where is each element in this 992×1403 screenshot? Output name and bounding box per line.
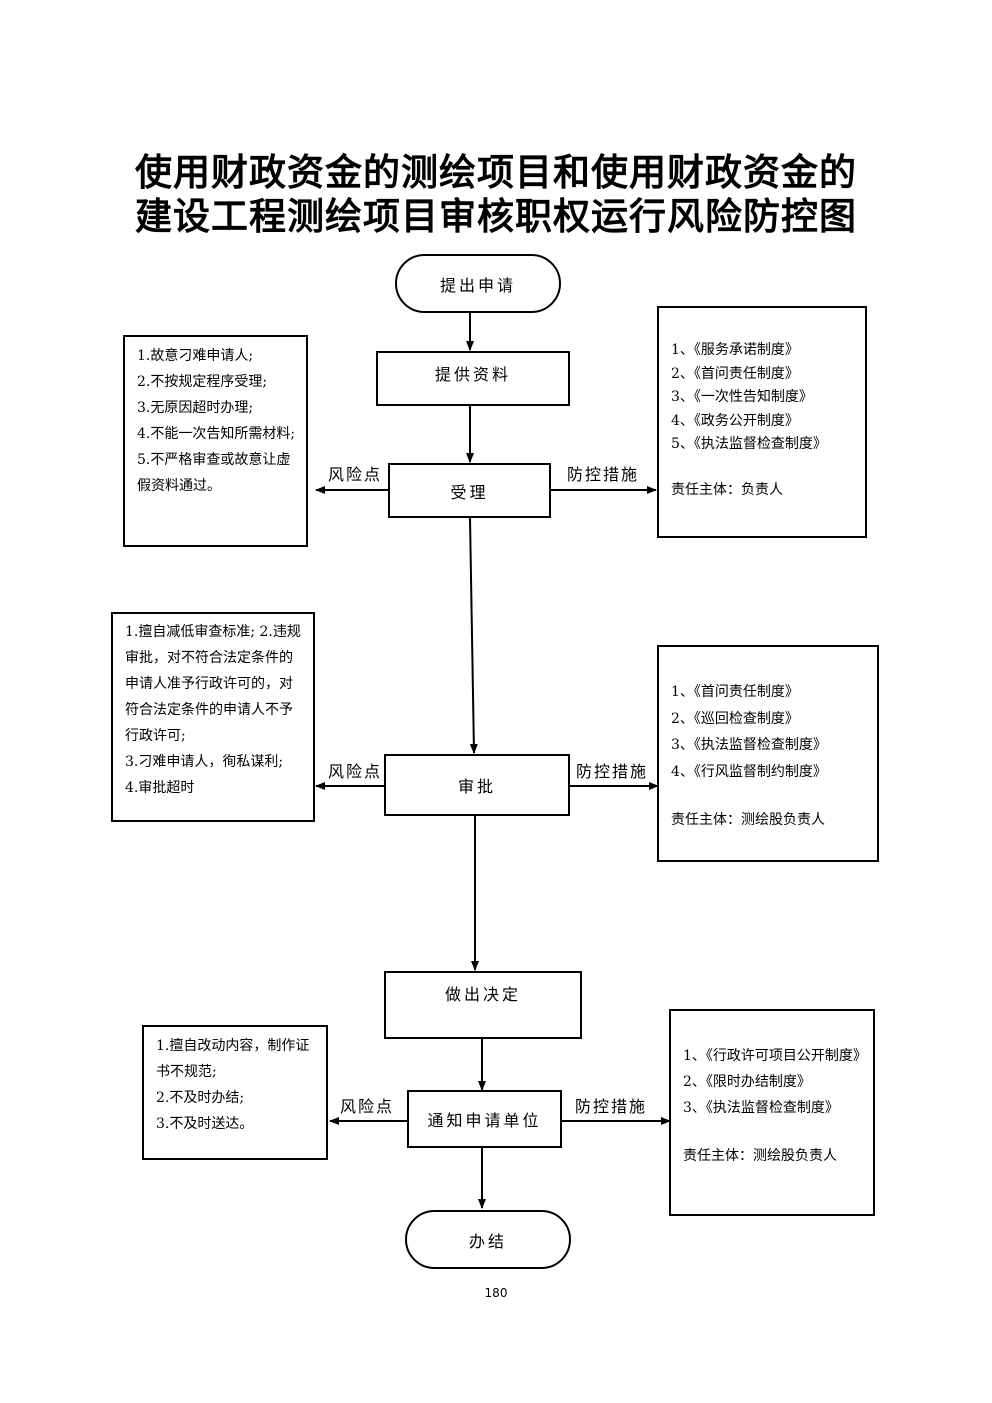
label-measures-notify: 防控措施	[575, 1097, 648, 1116]
arrow-accept-to-approve	[469, 517, 478, 754]
measures-box-notify: 1、《行政许可项目公开制度》 2、《限时办结制度》 3、《执法监督检查制度》 责…	[669, 1009, 875, 1216]
flow-step-approve: 审批	[384, 754, 570, 816]
risk-item: 2.不及时办结;	[156, 1090, 245, 1106]
flow-step-notify: 通知申请单位	[407, 1090, 562, 1148]
title-line-2: 建设工程测绘项目审核职权运行风险防控图	[135, 194, 857, 238]
label-measures-approve: 防控措施	[576, 762, 649, 781]
measure-item: 2、《巡回检查制度》	[671, 710, 799, 727]
flow-end: 办结	[405, 1210, 571, 1269]
title-line-1: 使用财政资金的测绘项目和使用财政资金的	[135, 150, 857, 194]
measure-item: 1、《行政许可项目公开制度》	[683, 1048, 867, 1064]
risk-item: 4.不能一次告知所需材料;	[137, 426, 296, 442]
risk-item: 1.擅自减低审查标准; 2.违规审批，对不符合法定条件的申请人准予行政许可的，对…	[125, 624, 301, 744]
label-risk-notify: 风险点	[340, 1097, 395, 1116]
flow-step-accept: 受理	[388, 463, 551, 518]
label-risk-accept: 风险点	[328, 465, 383, 484]
measure-item: 4、《政务公开制度》	[671, 412, 799, 429]
risk-item: 4.审批超时	[125, 780, 195, 796]
risk-item: 3.不及时送达。	[156, 1116, 254, 1132]
responsible-party: 责任主体：测绘股负责人	[671, 812, 825, 828]
label-measures-accept: 防控措施	[567, 465, 640, 484]
flow-start: 提出申请	[395, 254, 561, 313]
risk-item: 3.刁难申请人，徇私谋利;	[125, 754, 284, 770]
flow-step-decide: 做出决定	[384, 971, 582, 1039]
measure-item: 1、《服务承诺制度》	[671, 342, 799, 358]
measure-item: 5、《执法监督检查制度》	[671, 436, 827, 452]
measure-item: 3、《一次性告知制度》	[671, 389, 813, 405]
measure-item: 3、《执法监督检查制度》	[683, 1100, 839, 1116]
page-number: 180	[484, 1286, 508, 1300]
measures-box-accept: 1、《服务承诺制度》 2、《首问责任制度》 3、《一次性告知制度》 4、《政务公…	[657, 306, 867, 538]
measure-item: 4、《行风监督制约制度》	[671, 763, 827, 780]
measure-item: 2、《限时办结制度》	[683, 1074, 811, 1090]
measure-item: 3、《执法监督检查制度》	[671, 737, 827, 753]
risk-item: 1.擅自改动内容，制作证书不规范;	[156, 1038, 310, 1080]
risk-box-accept: 1.故意刁难申请人; 2.不按规定程序受理; 3.无原因超时办理; 4.不能一次…	[123, 335, 308, 547]
measure-item: 2、《首问责任制度》	[671, 365, 799, 382]
risk-box-notify: 1.擅自改动内容，制作证书不规范; 2.不及时办结; 3.不及时送达。	[142, 1025, 328, 1160]
measure-item: 1、《首问责任制度》	[671, 684, 799, 700]
flow-step-provide-materials: 提供资料	[376, 351, 570, 406]
responsible-party: 责任主体：测绘股负责人	[683, 1148, 837, 1164]
risk-item: 2.不按规定程序受理;	[137, 374, 268, 390]
risk-item: 3.无原因超时办理;	[137, 400, 254, 416]
label-risk-approve: 风险点	[328, 762, 383, 781]
risk-box-approve: 1.擅自减低审查标准; 2.违规审批，对不符合法定条件的申请人准予行政许可的，对…	[111, 612, 315, 822]
risk-item: 5.不严格审查或故意让虚假资料通过。	[137, 452, 291, 494]
responsible-party: 责任主体：负责人	[671, 481, 783, 498]
measures-box-approve: 1、《首问责任制度》 2、《巡回检查制度》 3、《执法监督检查制度》 4、《行风…	[657, 645, 879, 862]
risk-item: 1.故意刁难申请人;	[137, 348, 254, 364]
